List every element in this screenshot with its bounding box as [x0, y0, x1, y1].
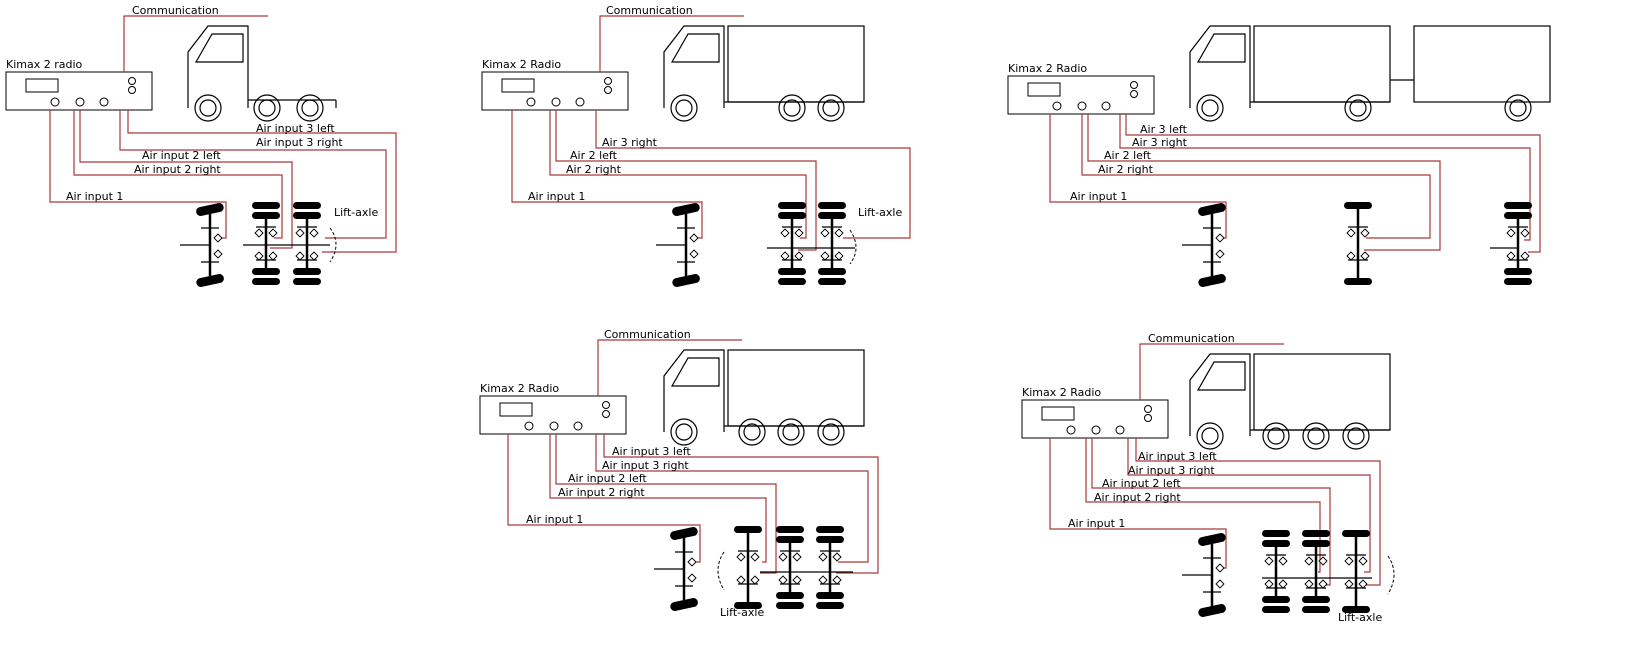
air-input-3-right-wire — [595, 434, 869, 563]
air-3-right-wire — [595, 110, 911, 239]
lift-axle-label: Lift-axle — [1338, 611, 1382, 624]
device-label: Kimax 2 Radio — [1008, 62, 1087, 75]
axle-layout — [1180, 528, 1395, 620]
lift-axle-label: Lift-axle — [334, 206, 378, 219]
kimax-controller — [5, 71, 153, 111]
air-input-1-wire — [1049, 114, 1227, 239]
device-label: Kimax 2 Radio — [1022, 386, 1101, 399]
air-label: Air input 3 right — [256, 136, 343, 149]
air-input-2-right-wire — [73, 110, 283, 239]
kimax-controller — [1007, 75, 1155, 115]
air-input-2-left-wire — [555, 434, 777, 574]
air-input-3-left-wire — [127, 110, 397, 253]
air-input-2-left-wire — [1091, 438, 1331, 586]
kimax-controller — [481, 71, 629, 111]
truck-graphic — [663, 25, 865, 122]
air-input-3-left-wire — [603, 434, 879, 574]
air-label: Air input 2 left — [142, 149, 221, 162]
air-input-1-wire — [511, 110, 703, 239]
communication-wire — [123, 15, 268, 72]
air-label: Air input 3 right — [1128, 464, 1215, 477]
kimax-controller — [1021, 399, 1169, 439]
air-label: Air input 1 — [1070, 190, 1127, 203]
air-label: Air input 2 right — [1094, 491, 1181, 504]
truck-graphic — [187, 25, 337, 122]
axle-layout — [178, 200, 337, 290]
diagram-5: Kimax 2 Radio Communication Air input 3 … — [1021, 332, 1395, 624]
air-label: Air input 1 — [526, 513, 583, 526]
air-label: Air 3 right — [1132, 136, 1188, 149]
communication-label: Communication — [604, 328, 691, 341]
air-3-right-wire — [1119, 114, 1531, 241]
air-label: Air input 1 — [528, 190, 585, 203]
communication-label: Communication — [132, 4, 219, 17]
air-label: Air 3 right — [602, 136, 658, 149]
air-2-left-wire — [555, 110, 817, 251]
air-label: Air input 3 right — [602, 459, 689, 472]
device-label: Kimax 2 radio — [6, 58, 83, 71]
air-input-3-right-wire — [119, 110, 387, 239]
truck-graphic — [1189, 353, 1391, 450]
air-input-2-right-wire — [1085, 438, 1321, 573]
air-label: Air input 3 left — [612, 445, 691, 458]
diagram-4: Kimax 2 Radio Communication Air input 3 … — [479, 328, 879, 619]
air-label: Air input 3 left — [256, 122, 335, 135]
axle-layout — [654, 200, 857, 290]
communication-label: Communication — [1148, 332, 1235, 345]
axle-layout — [652, 524, 853, 614]
air-label: Air input 2 left — [1102, 477, 1181, 490]
air-input-2-left-wire — [79, 110, 293, 249]
truck-graphic — [663, 349, 865, 446]
air-input-2-right-wire — [549, 434, 767, 563]
diagram-2: Kimax 2 Radio Communication Air 3 right … — [481, 4, 911, 290]
communication-wire — [597, 339, 742, 396]
air-label: Air input 2 right — [558, 486, 645, 499]
air-2-left-wire — [1087, 114, 1441, 251]
air-label: Air 3 left — [1140, 123, 1188, 136]
air-label: Air 2 right — [1098, 163, 1154, 176]
air-label: Air input 2 left — [568, 472, 647, 485]
device-label: Kimax 2 Radio — [480, 382, 559, 395]
communication-wire — [599, 15, 744, 72]
lift-axle-label: Lift-axle — [858, 206, 902, 219]
air-3-left-wire — [1125, 114, 1541, 253]
axle-layout — [1180, 200, 1534, 290]
air-input-1-wire — [49, 110, 227, 239]
air-input-1-wire — [507, 434, 701, 563]
air-2-right-wire — [549, 110, 807, 239]
device-label: Kimax 2 Radio — [482, 58, 561, 71]
kimax-controller — [479, 395, 627, 435]
air-label: Air 2 right — [566, 163, 622, 176]
lift-axle-label: Lift-axle — [720, 606, 764, 619]
air-label: Air 2 left — [570, 149, 618, 162]
air-label: Air 2 left — [1104, 149, 1152, 162]
air-label: Air input 1 — [66, 190, 123, 203]
diagram-3: Kimax 2 Radio Air 3 left Air 3 right Air… — [1007, 25, 1551, 290]
diagram-1: Kimax 2 radio Communication Air input 3 … — [5, 4, 397, 290]
air-input-3-right-wire — [1127, 438, 1371, 573]
truck-graphic — [1189, 25, 1551, 122]
air-input-3-left-wire — [1135, 438, 1381, 586]
communication-label: Communication — [606, 4, 693, 17]
communication-wire — [1139, 343, 1284, 400]
air-label: Air input 2 right — [134, 163, 221, 176]
air-2-right-wire — [1081, 114, 1431, 239]
air-label: Air input 1 — [1068, 517, 1125, 530]
air-label: Air input 3 left — [1138, 450, 1217, 463]
